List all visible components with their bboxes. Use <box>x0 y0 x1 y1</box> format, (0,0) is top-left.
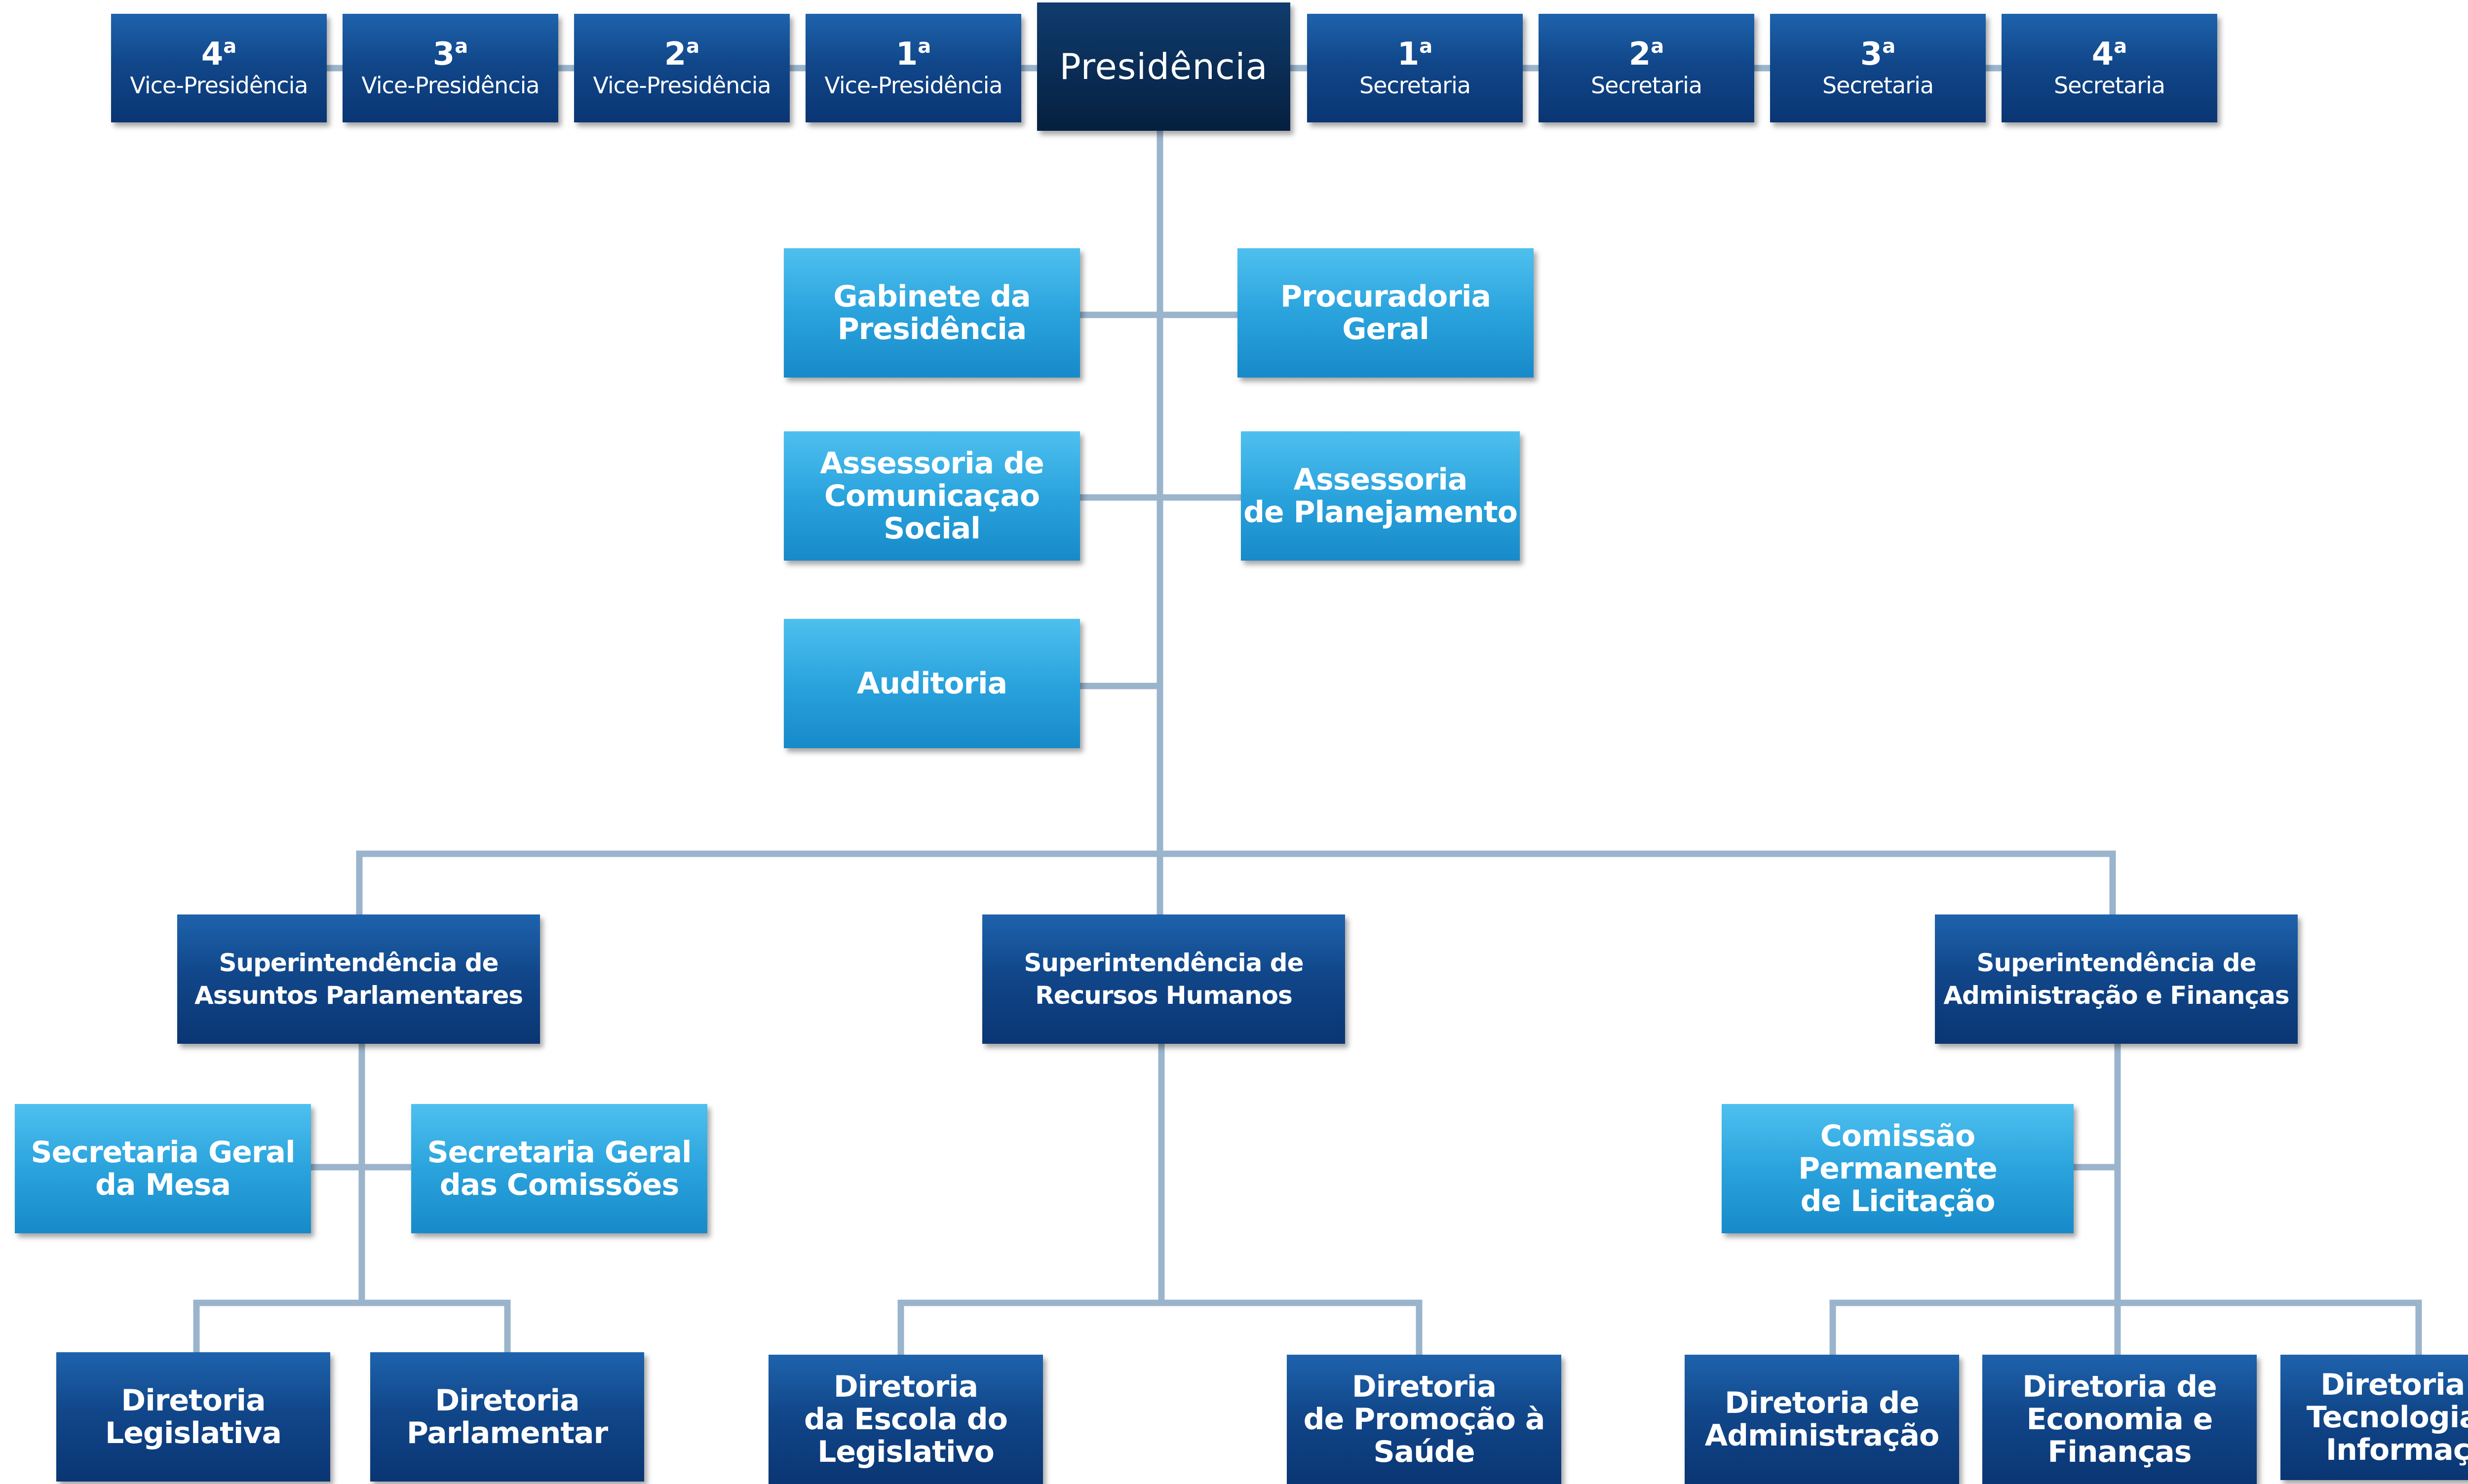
auditoria-box: Auditoria <box>784 619 1080 748</box>
gabinete-presidencia-label: Gabinete da Presidência <box>833 279 1031 346</box>
secretaria-geral-comissoes-box: Secretaria Geral das Comissões <box>411 1104 707 1233</box>
diretoria-legislativa-label: Diretoria Legislativa <box>105 1383 282 1450</box>
officer-role: Secretaria <box>1590 72 1702 99</box>
diretoria-parlamentar-label: Diretoria Parlamentar <box>406 1383 608 1450</box>
officer-number: 4a <box>201 35 237 73</box>
superintendencia-assuntos-parlamentares-label: Superintendência de Assuntos Parlamentar… <box>194 949 523 1010</box>
superintendencia-administracao-financas-box: Superintendência de Administração e Fina… <box>1935 914 2298 1044</box>
diretoria-economia-financas-box: Diretoria de Economia e Finanças <box>1982 1355 2257 1484</box>
officer-number: 4a <box>2091 35 2127 73</box>
presidencia-label: Presidência <box>1059 46 1268 87</box>
diretoria-promocao-saude-label: Diretoria de Promoção à Saúde <box>1303 1370 1545 1469</box>
officer-role: Vice-Presidência <box>361 72 540 99</box>
officer-2-vice-presidencia: 2a Vice-Presidência <box>574 14 790 122</box>
comissao-permanente-licitacao-box: Comissão Permanente de Licitação <box>1722 1104 2074 1233</box>
officer-role: Secretaria <box>1359 72 1471 99</box>
diretoria-tecnologia-informacao-box: Diretoria de Tecnologia de Informação <box>2280 1355 2468 1480</box>
diretoria-promocao-saude-box: Diretoria de Promoção à Saúde <box>1287 1355 1561 1484</box>
assessoria-planejamento-box: Assessoria de Planejamento <box>1241 431 1520 561</box>
gabinete-presidencia-box: Gabinete da Presidência <box>784 248 1080 378</box>
officer-role: Vice-Presidência <box>824 72 1003 99</box>
superintendencia-recursos-humanos-box: Superintendência de Recursos Humanos <box>982 914 1345 1044</box>
officer-4-secretaria: 4a Secretaria <box>2002 14 2217 122</box>
diretoria-economia-financas-label: Diretoria de Economia e Finanças <box>2022 1370 2217 1469</box>
comissao-permanente-licitacao-label: Comissão Permanente de Licitação <box>1798 1119 1998 1218</box>
officer-role: Secretaria <box>1822 72 1934 99</box>
superintendencia-recursos-humanos-label: Superintendência de Recursos Humanos <box>1024 949 1304 1010</box>
diretoria-legislativa-box: Diretoria Legislativa <box>56 1352 330 1482</box>
officer-1-secretaria: 1a Secretaria <box>1307 14 1523 122</box>
officer-role: Vice-Presidência <box>593 72 771 99</box>
secretaria-geral-mesa-label: Secretaria Geral da Mesa <box>31 1135 295 1202</box>
officer-number: 3a <box>432 35 468 73</box>
procuradoria-geral-label: Procuradoria Geral <box>1280 279 1491 346</box>
diretoria-parlamentar-box: Diretoria Parlamentar <box>370 1352 644 1482</box>
officer-1-vice-presidencia: 1a Vice-Presidência <box>806 14 1021 122</box>
officer-4-vice-presidencia: 4a Vice-Presidência <box>111 14 327 122</box>
presidencia-box: Presidência <box>1037 2 1290 131</box>
superintendencia-assuntos-parlamentares-box: Superintendência de Assuntos Parlamentar… <box>177 914 540 1044</box>
officer-3-vice-presidencia: 3a Vice-Presidência <box>343 14 558 122</box>
secretaria-geral-comissoes-label: Secretaria Geral das Comissões <box>427 1135 692 1202</box>
officer-number: 3a <box>1860 35 1896 73</box>
officer-role: Secretaria <box>2053 72 2165 99</box>
diretoria-administracao-box: Diretoria de Administração <box>1685 1355 1959 1484</box>
officer-number: 1a <box>1397 35 1433 73</box>
officer-2-secretaria: 2a Secretaria <box>1539 14 1754 122</box>
officer-number: 2a <box>1628 35 1664 73</box>
auditoria-label: Auditoria <box>856 666 1007 701</box>
officer-number: 1a <box>895 35 931 73</box>
diretoria-escola-legislativo-label: Diretoria da Escola do Legislativo <box>804 1370 1008 1469</box>
procuradoria-geral-box: Procuradoria Geral <box>1237 248 1534 378</box>
diretoria-tecnologia-informacao-label: Diretoria de Tecnologia de Informação <box>2306 1368 2468 1467</box>
assessoria-comunicacao-label: Assessoria de Comunicaçao Social <box>820 446 1044 546</box>
diretoria-administracao-label: Diretoria de Administração <box>1704 1386 1939 1453</box>
officer-number: 2a <box>664 35 700 73</box>
diretoria-escola-legislativo-box: Diretoria da Escola do Legislativo <box>769 1355 1043 1484</box>
assessoria-planejamento-label: Assessoria de Planejamento <box>1243 462 1518 530</box>
officer-3-secretaria: 3a Secretaria <box>1770 14 1986 122</box>
officer-role: Vice-Presidência <box>130 72 308 99</box>
assessoria-comunicacao-box: Assessoria de Comunicaçao Social <box>784 431 1080 561</box>
secretaria-geral-mesa-box: Secretaria Geral da Mesa <box>15 1104 311 1233</box>
superintendencia-administracao-financas-label: Superintendência de Administração e Fina… <box>1943 949 2289 1010</box>
